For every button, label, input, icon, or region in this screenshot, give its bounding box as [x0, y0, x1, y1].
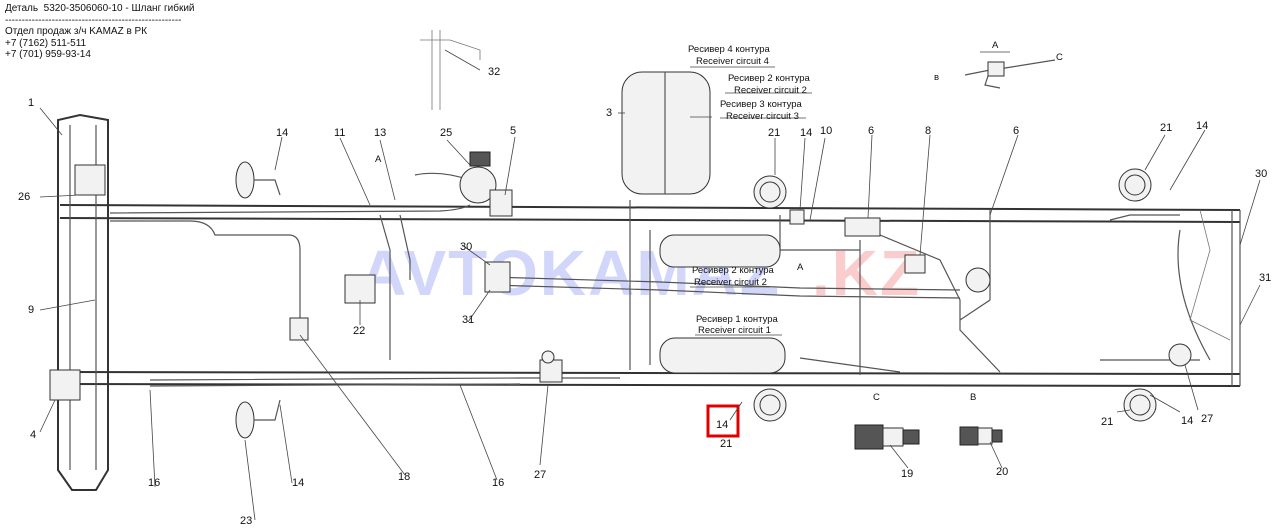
- leader-lines: [39, 49, 1261, 521]
- callout-21-b: 21: [1160, 122, 1172, 134]
- callout-22: 22: [353, 325, 365, 337]
- callout-30-left: 30: [460, 241, 472, 253]
- valve-27-left: [539, 359, 563, 383]
- fitting-19: [854, 424, 920, 450]
- callout-26: 26: [18, 191, 30, 203]
- view-b-bottom: В: [970, 392, 976, 403]
- callout-31-right: 31: [1259, 272, 1271, 284]
- valve-8: [904, 254, 926, 274]
- receiver-2b-en: Receiver circuit 2: [694, 277, 767, 288]
- frame: [57, 113, 1241, 491]
- callout-8: 8: [925, 125, 931, 137]
- callout-14-e: 14: [1181, 415, 1193, 427]
- receiver-labels: Ресивер 4 контура Receiver circuit 4 Рес…: [688, 44, 811, 336]
- callout-21-selected: 21: [720, 438, 732, 450]
- callout-20: 20: [996, 466, 1008, 478]
- receiver-3-ru: Ресивер 3 контура: [720, 99, 803, 110]
- separator-line: ----------------------------------------…: [5, 14, 182, 26]
- callout-6-right: 6: [1013, 125, 1019, 137]
- brake-chamber-front-right: [235, 401, 255, 439]
- callout-23: 23: [240, 515, 252, 527]
- callout-13: 13: [374, 127, 386, 139]
- view-c-top: С: [1056, 52, 1063, 63]
- receiver-2-en: Receiver circuit 2: [734, 85, 807, 96]
- view-a-top: А: [992, 40, 999, 51]
- valve-10: [789, 209, 805, 225]
- callout-14-a: 14: [276, 127, 288, 139]
- fitting-20: [959, 426, 1003, 446]
- receiver-2-ru: Ресивер 2 контура: [728, 73, 811, 84]
- receiver-4-ru: Ресивер 4 контура: [688, 44, 771, 55]
- brake-chamber-front-left: [235, 161, 255, 199]
- valve-6-left: [844, 217, 881, 237]
- callout-31-left: 31: [462, 314, 474, 326]
- receiver-1-en: Receiver circuit 1: [698, 325, 771, 336]
- callout-18: 18: [398, 471, 410, 483]
- callout-19: 19: [901, 468, 913, 480]
- phone-1: +7 (7162) 511-511: [5, 37, 87, 49]
- view-a-detail: [964, 51, 1056, 89]
- receiver-3-en: Receiver circuit 3: [726, 111, 799, 122]
- receiver-4-en: Receiver circuit 4: [696, 56, 769, 67]
- callout-27-right: 27: [1201, 413, 1213, 425]
- callouts: 1 26 9 4 16 23 14 11 13 25 5 32 3 30 22 …: [18, 66, 1271, 527]
- valve-25-top: [469, 151, 491, 167]
- valve-18: [289, 317, 309, 341]
- valve-6: [965, 267, 991, 293]
- callout-14-selected[interactable]: 14: [716, 419, 728, 431]
- phone-2: +7 (701) 959-93-14: [5, 49, 91, 60]
- view-a-left: А: [375, 154, 382, 165]
- callout-14-c: 14: [800, 127, 812, 139]
- callout-11: 11: [334, 127, 345, 139]
- sales-dept: Отдел продаж з/ч KAMAZ в РК: [5, 26, 148, 37]
- receiver-circuits-3-4: [621, 71, 711, 195]
- components: [49, 51, 1192, 450]
- header-block: Деталь 5320-3506060-10 - Шланг гибкий --…: [5, 3, 195, 61]
- callout-32: 32: [488, 66, 500, 78]
- valve-27-right: [1168, 343, 1192, 367]
- callout-30-right: 30: [1255, 168, 1267, 180]
- receiver-2b-ru: Ресивер 2 контура: [692, 265, 775, 276]
- callout-9: 9: [28, 304, 34, 316]
- callout-16-right: 16: [492, 477, 504, 489]
- view-b-top: в: [934, 72, 939, 83]
- selection-highlight-box[interactable]: [706, 404, 740, 438]
- receiver-circuit-1: [659, 337, 786, 374]
- callout-25: 25: [440, 127, 452, 139]
- callout-14-d: 14: [1196, 120, 1208, 132]
- callout-16-left: 16: [148, 477, 160, 489]
- valve-5: [489, 189, 513, 217]
- valve-4: [49, 369, 81, 401]
- view-letters: А А А в С С В: [375, 40, 1063, 403]
- detail-title: Деталь 5320-3506060-10 - Шланг гибкий: [5, 3, 195, 14]
- callout-21-c: 21: [1101, 416, 1113, 428]
- callout-4: 4: [30, 429, 36, 441]
- receiver-1-ru: Ресивер 1 контура: [696, 314, 779, 325]
- valve-block-30-31: [484, 261, 511, 293]
- callout-5: 5: [510, 125, 516, 137]
- callout-14-b: 14: [292, 477, 304, 489]
- valve-22: [344, 274, 376, 304]
- callout-1: 1: [28, 97, 34, 109]
- callout-6-left: 6: [868, 125, 874, 137]
- callout-3: 3: [606, 107, 612, 119]
- valve-25: [459, 166, 497, 204]
- callout-10: 10: [820, 125, 832, 137]
- callout-27-left: 27: [534, 469, 546, 481]
- view-c-bottom: С: [873, 392, 880, 403]
- receiver-circuit-2: [659, 234, 781, 268]
- selected-part-14[interactable]: 14 21: [706, 401, 743, 450]
- callout-21-a: 21: [768, 127, 780, 139]
- view-a-mid: А: [797, 262, 804, 273]
- valve-26: [74, 164, 106, 196]
